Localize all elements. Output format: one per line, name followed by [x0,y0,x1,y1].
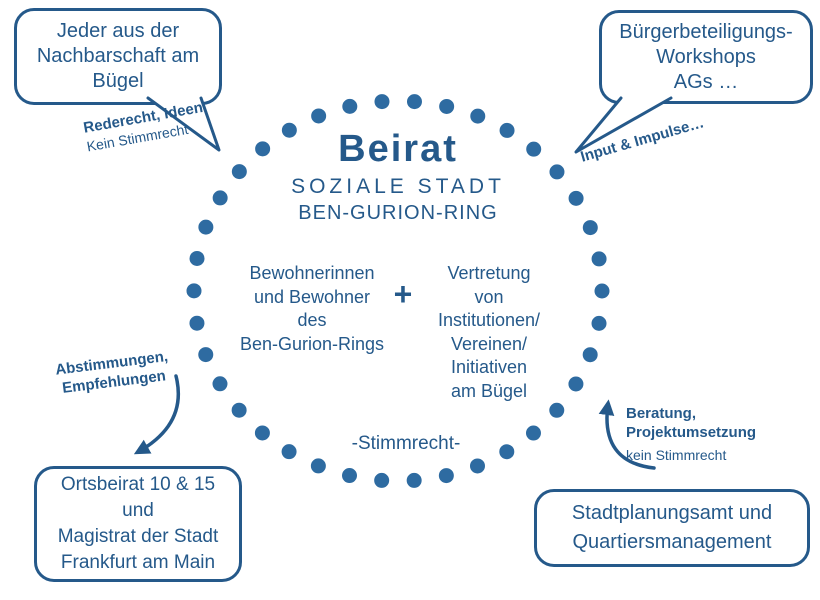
bubble-workshops: Bürgerbeteiligungs- Workshops AGs … [599,10,813,104]
bubble-workshops-text: Bürgerbeteiligungs- Workshops AGs … [619,20,793,93]
arrow-from-stadtplanungsamt [598,399,656,470]
voting-right-note: -Stimmrecht- [351,433,461,454]
bubble-neighborhood: Jeder aus der Nachbarschaft am Bügel [14,8,222,105]
institutions-group-text: Vertretung von Institutionen/ Vereinen/ … [437,263,541,401]
bubble-neighborhood-text: Jeder aus der Nachbarschaft am Bügel [36,20,200,92]
box-ortsbeirat-text: Ortsbeirat 10 & 15 und Magistrat der Sta… [57,474,219,573]
plus-sign: + [393,276,413,312]
label-bottom-right: Beratung, Projektumsetzung kein Stimmrec… [626,404,756,465]
label-kein-stimmrecht-bottom: kein Stimmrecht [626,447,727,463]
box-stadtplanungsamt: Stadtplanungsamt und Quartiersmanagement [534,489,810,567]
residents-group-text: Bewohnerinnen und Bewohner des Ben-Gurio… [239,263,385,354]
label-beratung: Beratung, Projektumsetzung [626,405,757,441]
center-title: Beirat [338,128,458,170]
center-subtitle-1: SOZIALE STADT [291,175,505,198]
dotted-circle [186,93,610,489]
center-subtitle-2: BEN-GURION-RING [298,202,498,224]
box-stadtplanungsamt-text: Stadtplanungsamt und Quartiersmanagement [571,502,773,553]
box-ortsbeirat: Ortsbeirat 10 & 15 und Magistrat der Sta… [34,466,242,582]
center-heading: Beirat SOZIALE STADT BEN-GURION-RING [248,128,548,225]
arrow-to-ortsbeirat [133,374,181,455]
